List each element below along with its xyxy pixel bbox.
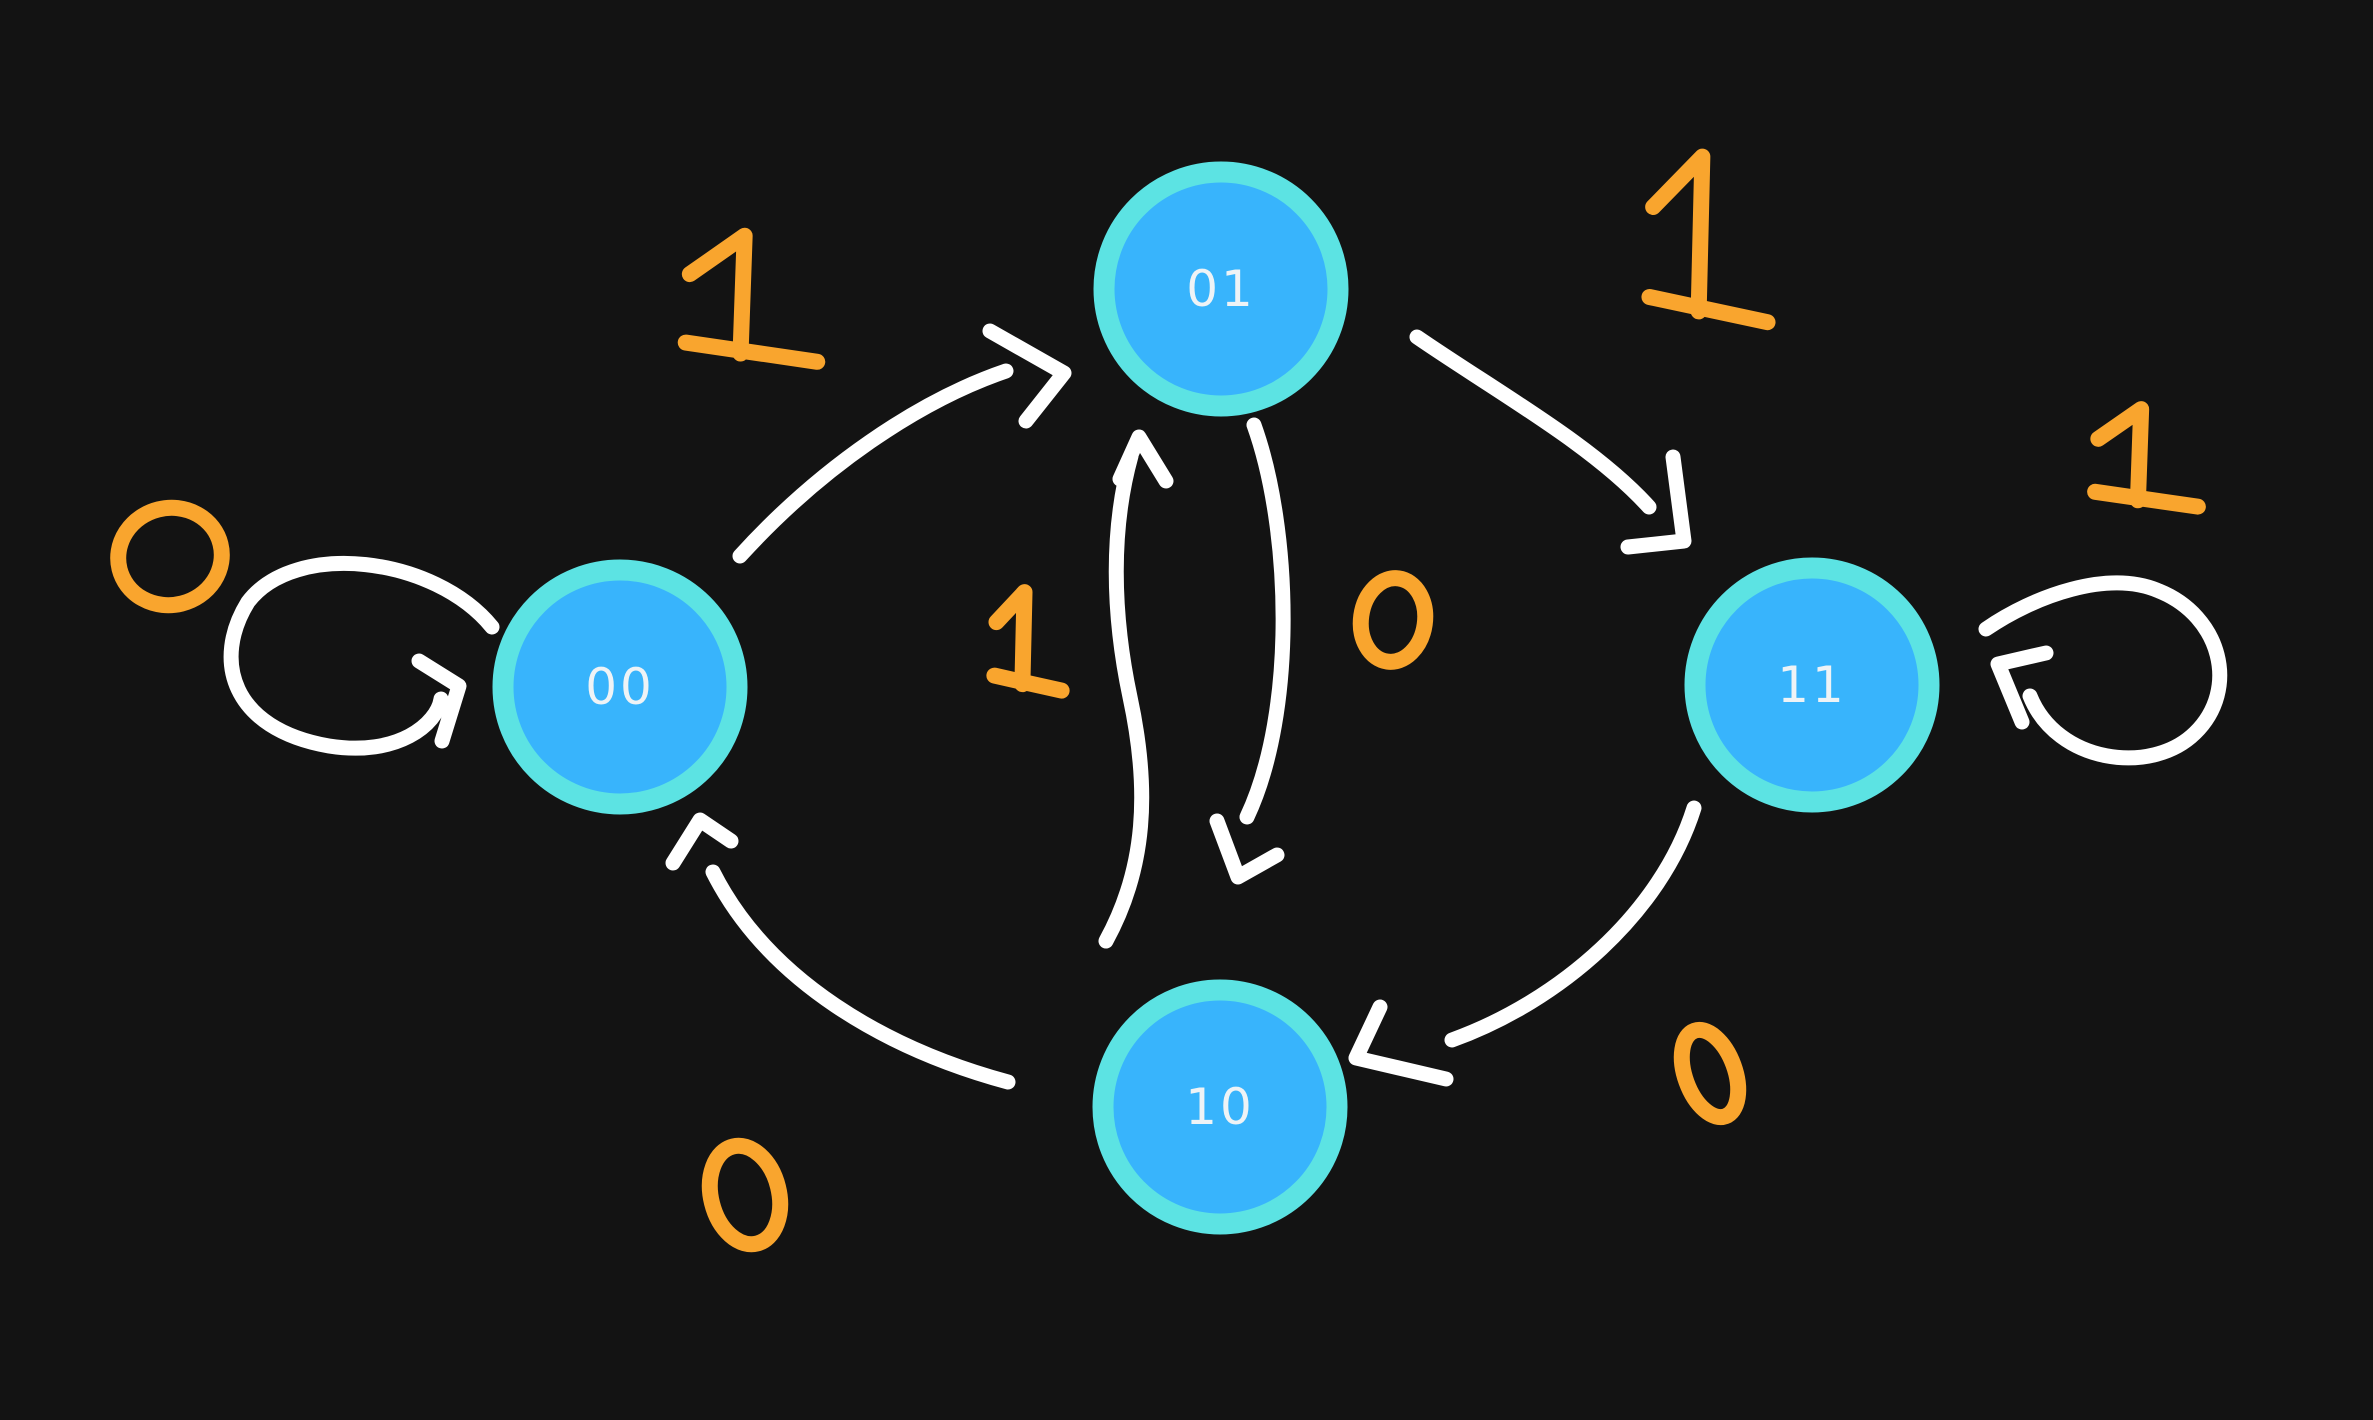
arrowhead[interactable]	[665, 812, 739, 871]
transition-arrow-01-to-11[interactable]	[1409, 329, 1692, 555]
digit-one-base-stroke[interactable]	[677, 334, 826, 370]
digit-one-stem-stroke[interactable]	[988, 584, 1033, 693]
transition-arrow-10-to-01[interactable]	[1098, 429, 1174, 949]
arrow-body[interactable]	[1098, 448, 1150, 949]
transition-arrow-01-to-10[interactable]	[1209, 417, 1291, 885]
state-label: 00	[585, 658, 655, 716]
arrow-body[interactable]	[732, 363, 1014, 564]
arrow-body[interactable]	[1978, 575, 2228, 766]
digit-one-base-stroke[interactable]	[986, 667, 1070, 699]
arrowhead[interactable]	[411, 653, 467, 749]
transition-arrow-11-to-10[interactable]	[1348, 800, 1702, 1087]
transition-arrow-11-self-loop[interactable]	[1978, 575, 2228, 766]
transition-arrow-10-to-00[interactable]	[665, 812, 1016, 1090]
edge-label-11-to-10[interactable]	[1671, 1021, 1749, 1126]
state-node-11[interactable]: 11	[1684, 557, 1940, 813]
arrow-body[interactable]	[705, 864, 1016, 1090]
state-node-01[interactable]: 01	[1093, 161, 1349, 417]
arrowhead[interactable]	[1348, 999, 1454, 1087]
state-circle[interactable]	[1684, 557, 1940, 813]
state-label: 01	[1186, 260, 1256, 318]
digit-zero-stroke[interactable]	[1671, 1021, 1749, 1126]
transition-arrow-00-to-01[interactable]	[732, 323, 1072, 564]
arrowhead[interactable]	[982, 323, 1072, 429]
edge-label-00-self[interactable]	[108, 497, 232, 616]
arrowhead[interactable]	[1112, 429, 1174, 489]
digit-one-stem-stroke[interactable]	[681, 227, 753, 362]
digit-zero-stroke[interactable]	[700, 1137, 790, 1253]
arrow-body[interactable]	[1409, 329, 1657, 515]
edge-label-10-to-01[interactable]	[986, 584, 1070, 699]
state-circle[interactable]	[1092, 979, 1348, 1235]
digit-zero-stroke[interactable]	[108, 497, 232, 616]
state-circle[interactable]	[1093, 161, 1349, 417]
arrow-body[interactable]	[1444, 800, 1702, 1048]
state-node-10[interactable]: 10	[1092, 979, 1348, 1235]
edge-label-10-to-00[interactable]	[700, 1137, 790, 1253]
arrow-body[interactable]	[1239, 417, 1291, 825]
arrowhead[interactable]	[1990, 645, 2054, 730]
transition-arrow-00-self-loop[interactable]	[223, 556, 500, 756]
digit-one-stem-stroke[interactable]	[1645, 148, 1711, 320]
digit-one-base-stroke[interactable]	[2087, 483, 2206, 515]
state-label: 10	[1185, 1078, 1255, 1136]
digit-zero-stroke[interactable]	[1352, 570, 1434, 670]
edge-label-01-to-10[interactable]	[1352, 570, 1434, 670]
arrow-body[interactable]	[223, 556, 500, 756]
arrowhead[interactable]	[1620, 449, 1692, 555]
edge-label-01-to-11[interactable]	[1641, 148, 1776, 331]
state-node-00[interactable]: 00	[492, 559, 748, 815]
state-circle[interactable]	[492, 559, 748, 815]
state-label: 11	[1777, 656, 1847, 714]
arrowhead[interactable]	[1209, 813, 1285, 885]
edge-label-11-self[interactable]	[2087, 401, 2206, 515]
digit-one-base-stroke[interactable]	[1641, 289, 1776, 331]
edge-label-00-to-01[interactable]	[677, 227, 826, 370]
digit-one-stem-stroke[interactable]	[2090, 401, 2150, 509]
